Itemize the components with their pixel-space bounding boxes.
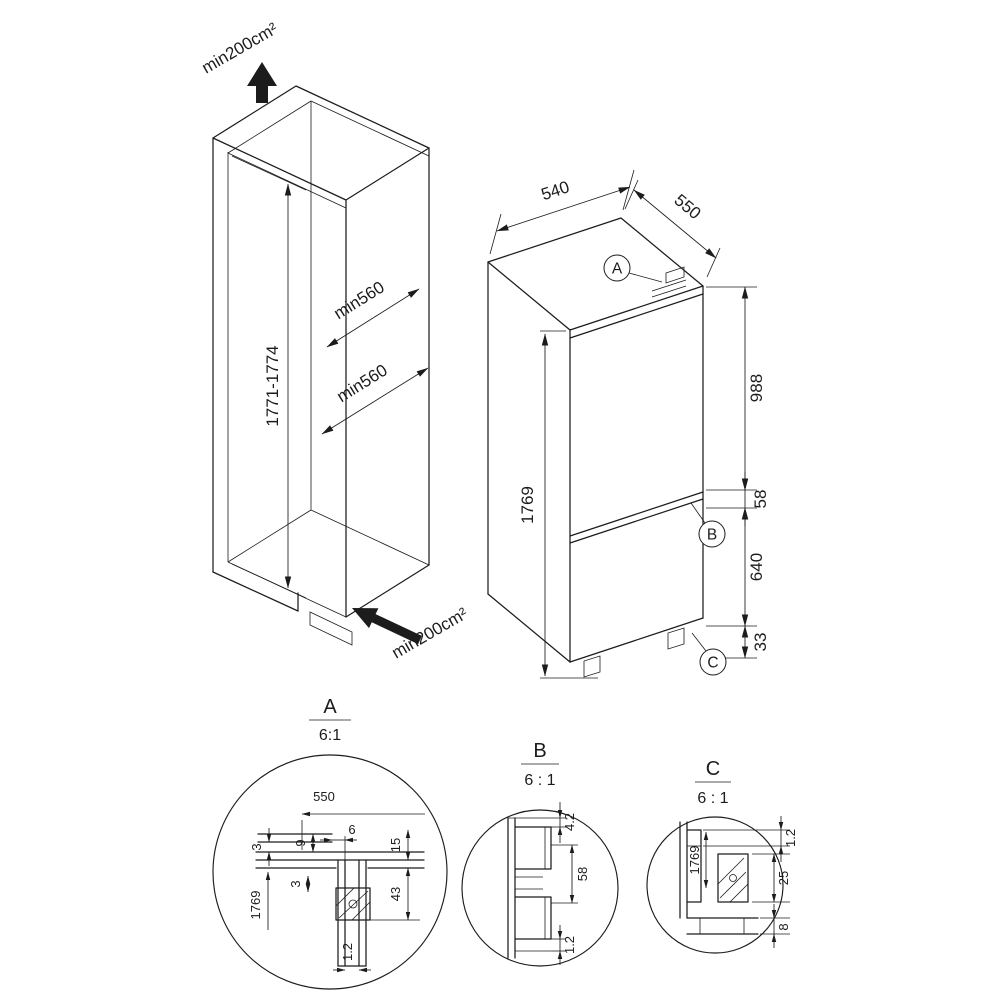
detail-a-dim-15: 15 xyxy=(388,838,403,852)
detail-a-dim-3-top: 3 xyxy=(249,843,264,850)
marker-c-label: C xyxy=(707,655,718,672)
appliance-depth-dimension: 550 xyxy=(624,179,721,278)
detail-c: C 6 : 1 1769 xyxy=(646,758,798,954)
detail-a-circle xyxy=(212,754,448,990)
detail-a-dim-9: 9 xyxy=(293,839,308,846)
detail-b-section xyxy=(507,817,552,959)
detail-a-title: A xyxy=(323,696,337,718)
detail-a: A 6:1 550 3 xyxy=(212,696,448,990)
niche-height-dimension: 1771-1774 xyxy=(231,155,307,599)
detail-c-title: C xyxy=(706,758,720,780)
detail-b-dim-4-2: 4.2 xyxy=(562,813,577,831)
detail-c-dim-1-2: 1.2 xyxy=(783,829,798,847)
niche-drawing: 1771-1774 min560 min560 min200cm² min200… xyxy=(199,19,472,663)
marker-a-label: A xyxy=(612,261,623,278)
niche-depth-lower-label: min560 xyxy=(333,361,390,407)
appliance-depth-label: 550 xyxy=(671,190,705,223)
marker-a-circle xyxy=(603,254,631,282)
hinge-top-distance-label: 988 xyxy=(747,374,766,402)
niche-outline xyxy=(212,85,430,646)
detail-b-scale: 6 : 1 xyxy=(524,772,555,789)
niche-depth-dimensions: min560 min560 xyxy=(321,278,429,435)
appliance-width-dimension: 540 xyxy=(489,169,635,255)
detail-c-section xyxy=(679,821,759,935)
detail-a-dim-550: 550 xyxy=(313,789,335,804)
detail-markers: A B C xyxy=(603,254,727,676)
detail-a-dim-1769: 1769 xyxy=(248,891,263,920)
niche-vent-top-label: min200cm² xyxy=(199,19,282,78)
detail-b-dimensions: 4.2 58 1.2 xyxy=(508,802,590,965)
niche-depth-upper-label: min560 xyxy=(330,278,387,324)
vent-arrow-top-icon xyxy=(247,62,277,103)
detail-a-scale: 6:1 xyxy=(319,727,341,744)
appliance-width-label: 540 xyxy=(539,177,572,204)
detail-b-dim-1-2: 1.2 xyxy=(562,936,577,954)
lower-section-label: 640 xyxy=(747,553,766,581)
appliance-outline xyxy=(487,217,704,678)
detail-c-dim-25: 25 xyxy=(776,871,791,885)
detail-a-dim-43: 43 xyxy=(388,887,403,901)
detail-c-dim-8: 8 xyxy=(776,923,791,930)
detail-a-dim-1-2: 1.2 xyxy=(340,943,355,961)
appliance-height-label: 1769 xyxy=(518,486,537,524)
door-gap-label: 58 xyxy=(751,490,770,509)
ventilation-labels: min200cm² min200cm² xyxy=(199,19,472,663)
detail-c-circle xyxy=(646,816,784,954)
detail-c-dimensions: 1769 1.2 25 8 xyxy=(687,816,798,948)
vent-arrow-bottom-icon xyxy=(352,608,422,645)
base-height-label: 33 xyxy=(751,633,770,652)
niche-height-label: 1771-1774 xyxy=(263,345,282,426)
detail-b: B 6 : 1 4.2 58 xyxy=(461,740,619,967)
marker-b-circle xyxy=(698,520,726,548)
appliance-height-dimension: 1769 xyxy=(518,330,598,679)
hinge-position-dimensions: 988 58 640 33 xyxy=(706,286,770,659)
detail-c-dim-1769: 1769 xyxy=(687,846,702,875)
detail-a-dim-6: 6 xyxy=(348,822,355,837)
detail-b-title: B xyxy=(533,740,546,762)
detail-b-circle xyxy=(461,809,619,967)
detail-c-scale: 6 : 1 xyxy=(697,790,728,807)
marker-b-label: B xyxy=(707,527,717,544)
appliance-drawing: 540 550 1769 988 xyxy=(487,169,770,679)
detail-a-dimensions: 550 3 9 6 15 1769 3 43 1.2 xyxy=(248,789,425,973)
marker-c-circle xyxy=(699,648,727,676)
detail-b-dim-58: 58 xyxy=(575,867,590,881)
detail-a-section xyxy=(255,833,425,967)
detail-a-dim-3-side: 3 xyxy=(288,880,303,887)
